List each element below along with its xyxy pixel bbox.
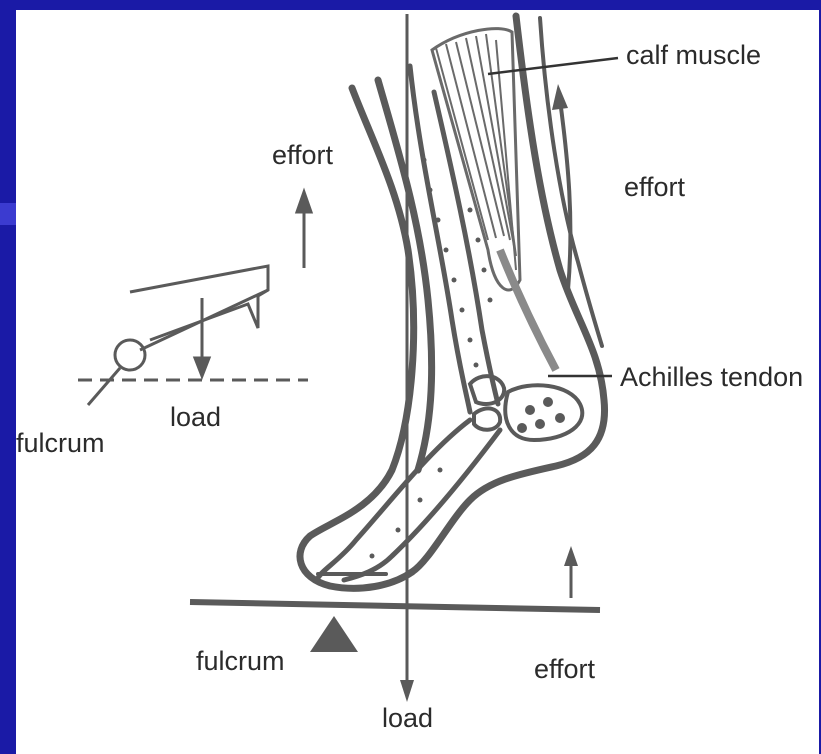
label-achilles-tendon: Achilles tendon — [620, 364, 803, 391]
label-effort-lever: effort — [272, 142, 333, 169]
heel-bone — [505, 385, 582, 440]
label-load-foot: load — [382, 705, 433, 732]
label-effort-foot: effort — [534, 656, 595, 683]
lever-fulcrum-circle — [115, 340, 145, 370]
calf-back-outline — [412, 16, 605, 572]
label-fulcrum-lever: fulcrum — [16, 430, 105, 457]
lever-load-arrowhead — [195, 358, 209, 376]
label-fulcrum-foot: fulcrum — [196, 648, 285, 675]
foot-effort-arrowhead — [564, 546, 578, 566]
lever-model — [78, 192, 311, 405]
calf-muscle-pointer — [488, 58, 618, 74]
achilles-tendon — [500, 250, 556, 370]
ground-bar — [190, 602, 600, 610]
leg-effort-arrowhead — [552, 84, 568, 110]
label-load-lever: load — [170, 404, 221, 431]
lever-beam-outline — [130, 266, 268, 340]
lever-fulcrum-pointer — [88, 368, 120, 405]
load-arrowhead — [400, 680, 414, 702]
label-calf-muscle: calf muscle — [626, 42, 761, 69]
lever-effort-arrowhead — [297, 192, 311, 212]
fulcrum-triangle — [310, 616, 358, 652]
label-effort-leg: effort — [624, 174, 685, 201]
